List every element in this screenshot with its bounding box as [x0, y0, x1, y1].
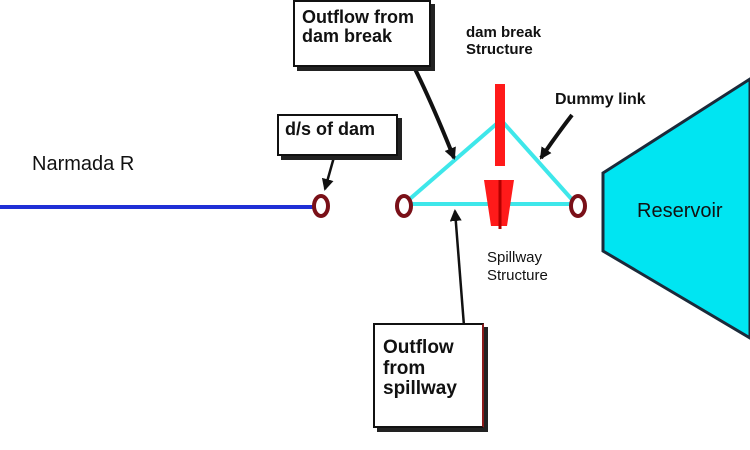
dam-break-structure-line-2: Structure — [466, 41, 533, 59]
river-label: Narmada R — [32, 153, 135, 175]
spillway-structure-line-2: Structure — [487, 266, 548, 284]
spillway-structure-line-1: Spillway — [487, 249, 543, 266]
dam-break-structure-label: dam break Structure — [466, 24, 541, 59]
outflow-spillway-line-1: Outflow — [383, 337, 454, 358]
dam-break-structure-bar — [495, 84, 505, 166]
dummy-link-label: Dummy link — [555, 91, 646, 108]
right-node-icon — [569, 194, 587, 218]
outflow-dam-break-line-2: dam break — [302, 26, 393, 47]
dummy-link-arrow-icon — [539, 113, 574, 160]
spillway-structure-label: Spillway Structure — [487, 249, 548, 284]
outflow-dam-break-label: Outflow from dam break — [293, 0, 431, 67]
downstream-arrow-icon — [321, 149, 338, 191]
outflow-spillway-label: Outflow from spillway — [373, 323, 484, 428]
outflow-dam-break-line-1: Outflow from — [302, 7, 414, 27]
dummy-link-line — [499, 118, 578, 206]
dam-break-structure-line-1: dam break — [466, 24, 542, 41]
downstream-node-icon — [312, 194, 330, 218]
outflow-spillway-line-2: from — [383, 357, 426, 379]
dam-break-outflow-link — [402, 118, 503, 206]
reservoir-shape — [601, 77, 750, 340]
reservoir-label: Reservoir — [637, 200, 723, 222]
left-node-icon — [395, 194, 413, 218]
downstream-node-text: d/s of dam — [285, 119, 376, 139]
dam-break-outflow-arrow-icon — [412, 66, 456, 160]
downstream-node-label: d/s of dam — [277, 114, 398, 156]
spillway-outflow-arrow-icon — [449, 209, 466, 327]
outflow-spillway-line-3: spillway — [383, 378, 457, 400]
